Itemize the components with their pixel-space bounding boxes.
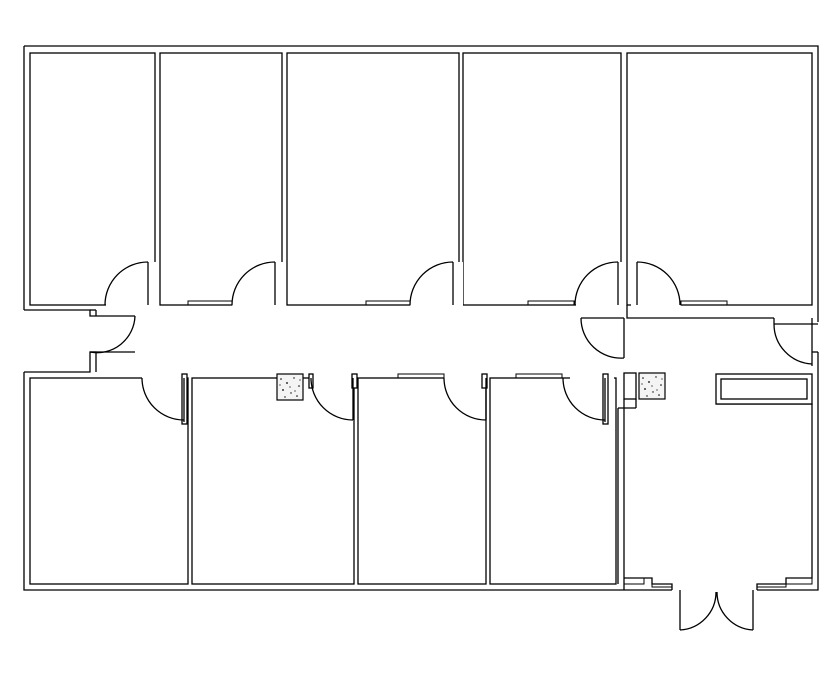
exterior-wall bbox=[23, 45, 819, 591]
door-swing-corridor-east bbox=[580, 317, 625, 359]
door-swing-top-4 bbox=[574, 261, 619, 306]
window-strips-lobby bbox=[623, 577, 813, 588]
room-bottom-3 bbox=[357, 377, 487, 585]
room-top-1 bbox=[29, 52, 156, 306]
door-swing-corridor-west bbox=[89, 315, 136, 354]
room-top-3 bbox=[286, 52, 460, 306]
room-top-5 bbox=[626, 52, 813, 306]
door-swing-bottom-2 bbox=[310, 377, 354, 421]
room-bottom-1 bbox=[29, 377, 189, 585]
door-swing-bottom-3 bbox=[443, 377, 487, 421]
door-swing-top-1 bbox=[104, 261, 149, 306]
room-bottom-2 bbox=[191, 377, 355, 585]
reception-counter bbox=[715, 373, 813, 405]
corridor-east-jamb bbox=[626, 305, 818, 325]
door-swing-top-3 bbox=[409, 261, 454, 306]
door-swing-bottom-4 bbox=[562, 377, 606, 422]
door-swing-bottom-1 bbox=[141, 377, 185, 422]
column-2 bbox=[638, 372, 666, 400]
door-swing-top-2 bbox=[231, 261, 276, 306]
entrance-double-door bbox=[679, 590, 754, 631]
post-lobby bbox=[623, 372, 637, 400]
lobby-walls bbox=[617, 399, 813, 590]
door-swing-corridor-northeast bbox=[773, 323, 818, 366]
door-swing-top-5 bbox=[636, 261, 681, 306]
corridor-west-jamb bbox=[24, 309, 135, 373]
room-bottom-4 bbox=[489, 377, 617, 585]
room-top-2 bbox=[159, 52, 283, 306]
column-1 bbox=[276, 373, 304, 401]
window-strips-bottom bbox=[397, 373, 563, 379]
